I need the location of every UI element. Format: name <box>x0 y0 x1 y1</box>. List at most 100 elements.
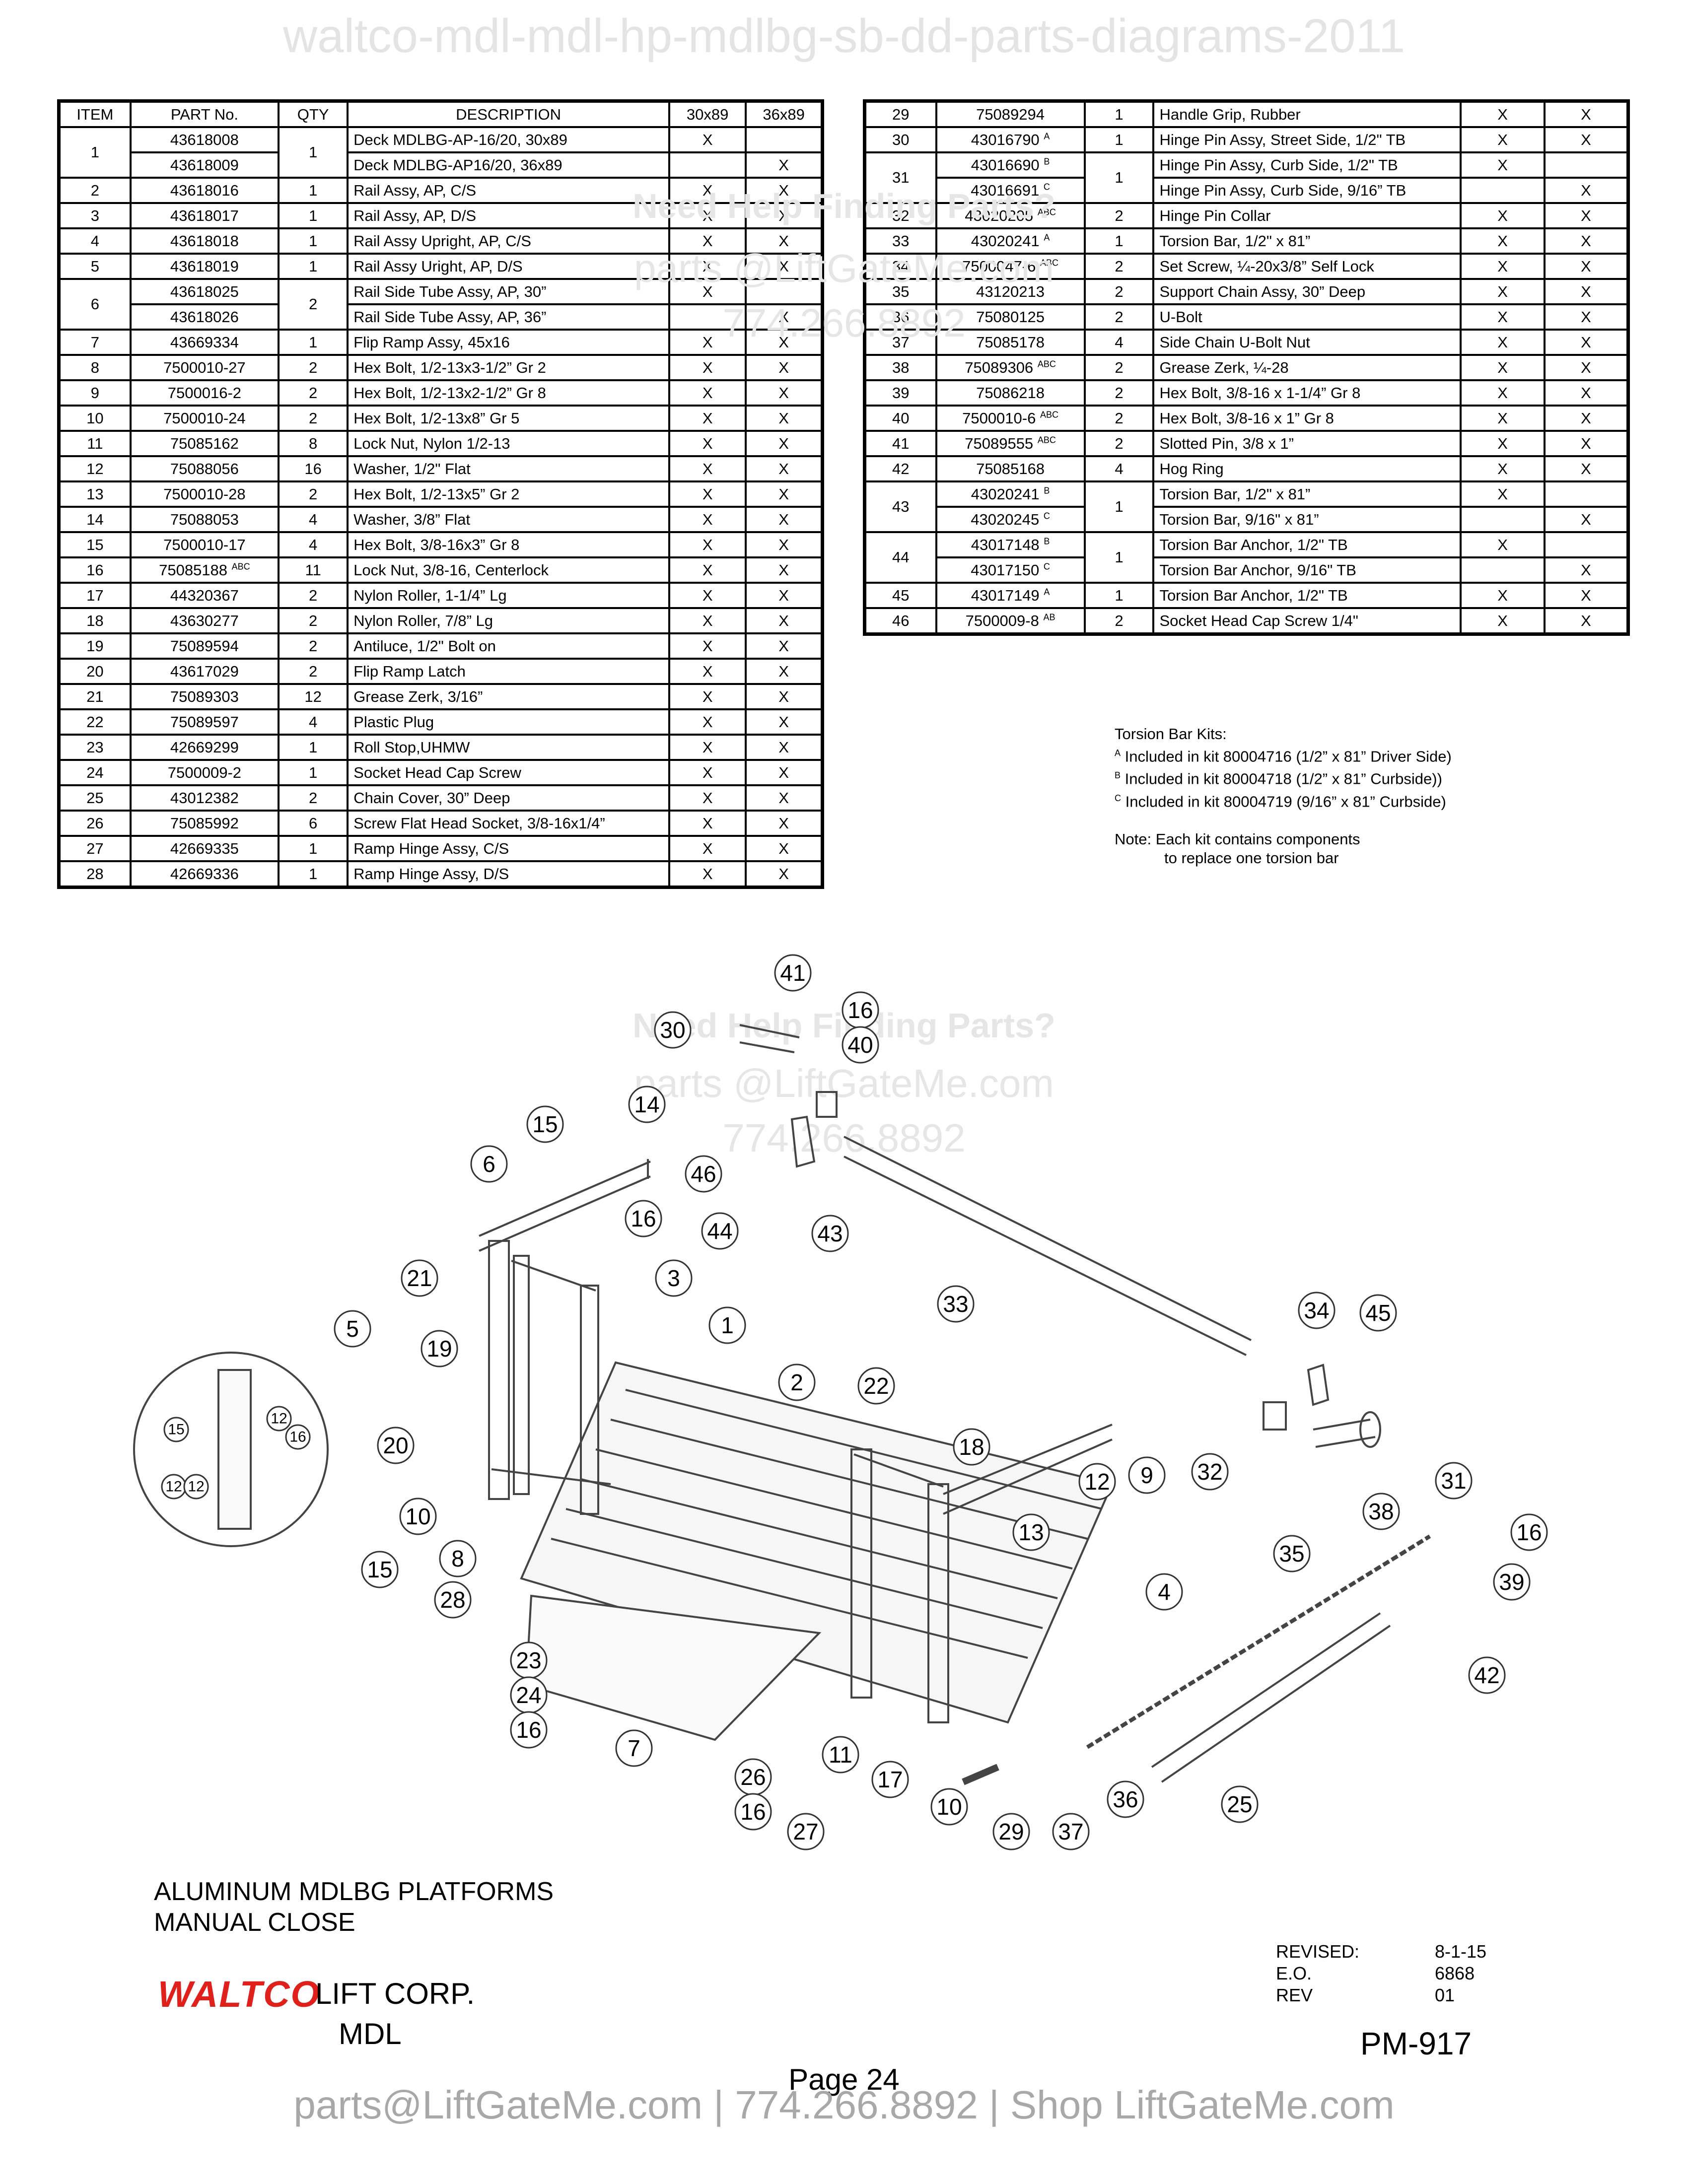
fits-36x89: X <box>1543 227 1629 255</box>
fits-36x89: X <box>1543 354 1629 381</box>
callout-label: 5 <box>346 1316 359 1342</box>
part-number: 7500010-17 <box>129 531 280 558</box>
callout-label: 15 <box>367 1557 392 1582</box>
quantity: 1 <box>1083 227 1155 255</box>
callout-label: 28 <box>440 1587 465 1613</box>
callout-7: 7 <box>615 1729 653 1767</box>
quantity: 11 <box>278 556 349 584</box>
callout-24: 24 <box>510 1676 548 1714</box>
callout-10: 10 <box>930 1788 968 1826</box>
description: Flip Ramp Latch <box>347 658 671 685</box>
item-number: 40 <box>863 405 937 432</box>
fits-36x89: X <box>745 835 824 862</box>
fits-30x89: X <box>1460 151 1546 179</box>
item-number: 32 <box>863 202 937 229</box>
callout-label: 1 <box>721 1312 734 1338</box>
description: Lock Nut, 3/8-16, Centerlock <box>347 556 671 584</box>
part-number: 43020205 ABC <box>935 202 1086 229</box>
header-item: ITEM <box>58 100 132 128</box>
part-number: 43017149 A <box>935 582 1086 609</box>
fits-30x89: X <box>668 784 747 812</box>
quantity: 2 <box>1083 430 1155 457</box>
quantity: 2 <box>278 632 349 660</box>
description: Flip Ramp Assy, 45x16 <box>347 329 671 356</box>
fits-30x89: X <box>668 354 747 381</box>
quantity: 4 <box>1083 455 1155 482</box>
item-number: 14 <box>58 506 132 533</box>
part-number: 42669336 <box>129 860 280 888</box>
fits-36x89: X <box>1543 253 1629 280</box>
callout-46: 46 <box>685 1155 722 1193</box>
fits-30x89: X <box>1460 607 1546 635</box>
callout-38: 38 <box>1362 1493 1400 1530</box>
callout-label: 30 <box>660 1017 685 1043</box>
description: Hex Bolt, 1/2-13x2-1/2” Gr 8 <box>347 379 671 407</box>
callout-16: 16 <box>734 1793 772 1831</box>
kit-superscript: ABC <box>1040 258 1058 268</box>
description: Hex Bolt, 1/2-13x8” Gr 5 <box>347 405 671 432</box>
kit-line-b: B Included in kit 80004718 (1/2” x 81” C… <box>1115 770 1442 788</box>
fits-36x89: X <box>745 632 824 660</box>
callout-28: 28 <box>434 1581 472 1619</box>
callout-32: 32 <box>1191 1453 1229 1491</box>
fits-36x89 <box>745 126 824 153</box>
fits-36x89 <box>745 278 824 305</box>
description: Roll Stop,UHMW <box>347 734 671 761</box>
item-number: 42 <box>863 455 937 482</box>
callout-label: 41 <box>780 960 805 986</box>
fits-36x89: X <box>1543 556 1629 584</box>
callout-label: 16 <box>516 1717 541 1743</box>
part-number: 75089555 ABC <box>935 430 1086 457</box>
item-number: 2 <box>58 177 132 204</box>
fits-30x89: X <box>668 126 747 153</box>
item-number: 9 <box>58 379 132 407</box>
kit-superscript: AB <box>1043 612 1055 622</box>
part-number: 44320367 <box>129 582 280 609</box>
kit-line-a: A Included in kit 80004716 (1/2” x 81” D… <box>1115 748 1452 765</box>
callout-label: 14 <box>634 1092 659 1117</box>
item-number: 10 <box>58 405 132 432</box>
callout-12: 12 <box>161 1474 187 1500</box>
fits-36x89: X <box>1543 126 1629 153</box>
callout-11: 11 <box>822 1736 859 1774</box>
callout-19: 19 <box>421 1330 458 1367</box>
quantity: 2 <box>1083 379 1155 407</box>
fits-30x89: X <box>668 177 747 204</box>
quantity: 1 <box>278 759 349 786</box>
kits-note: Note: Each kit contains components <box>1115 830 1360 848</box>
quantity: 1 <box>278 835 349 862</box>
callout-5: 5 <box>334 1310 371 1348</box>
callout-label: 46 <box>691 1161 716 1187</box>
fits-36x89: X <box>745 151 824 179</box>
callout-16: 16 <box>1510 1513 1548 1551</box>
callout-34: 34 <box>1298 1292 1336 1329</box>
description: Support Chain Assy, 30” Deep <box>1152 278 1462 305</box>
item-number: 43 <box>863 480 937 533</box>
description: Rail Side Tube Assy, AP, 36” <box>347 303 671 331</box>
fits-36x89: X <box>745 607 824 634</box>
description: Hex Bolt, 1/2-13x3-1/2” Gr 2 <box>347 354 671 381</box>
description: Hex Bolt, 3/8-16 x 1” Gr 8 <box>1152 405 1462 432</box>
description: Torsion Bar Anchor, 1/2" TB <box>1152 582 1462 609</box>
callout-label: 4 <box>1158 1579 1171 1605</box>
callout-label: 16 <box>289 1429 306 1445</box>
callout-31: 31 <box>1435 1462 1473 1500</box>
callout-41: 41 <box>774 954 812 992</box>
callout-label: 29 <box>998 1819 1024 1844</box>
part-number: 75089597 <box>129 708 280 736</box>
item-number: 38 <box>863 354 937 381</box>
